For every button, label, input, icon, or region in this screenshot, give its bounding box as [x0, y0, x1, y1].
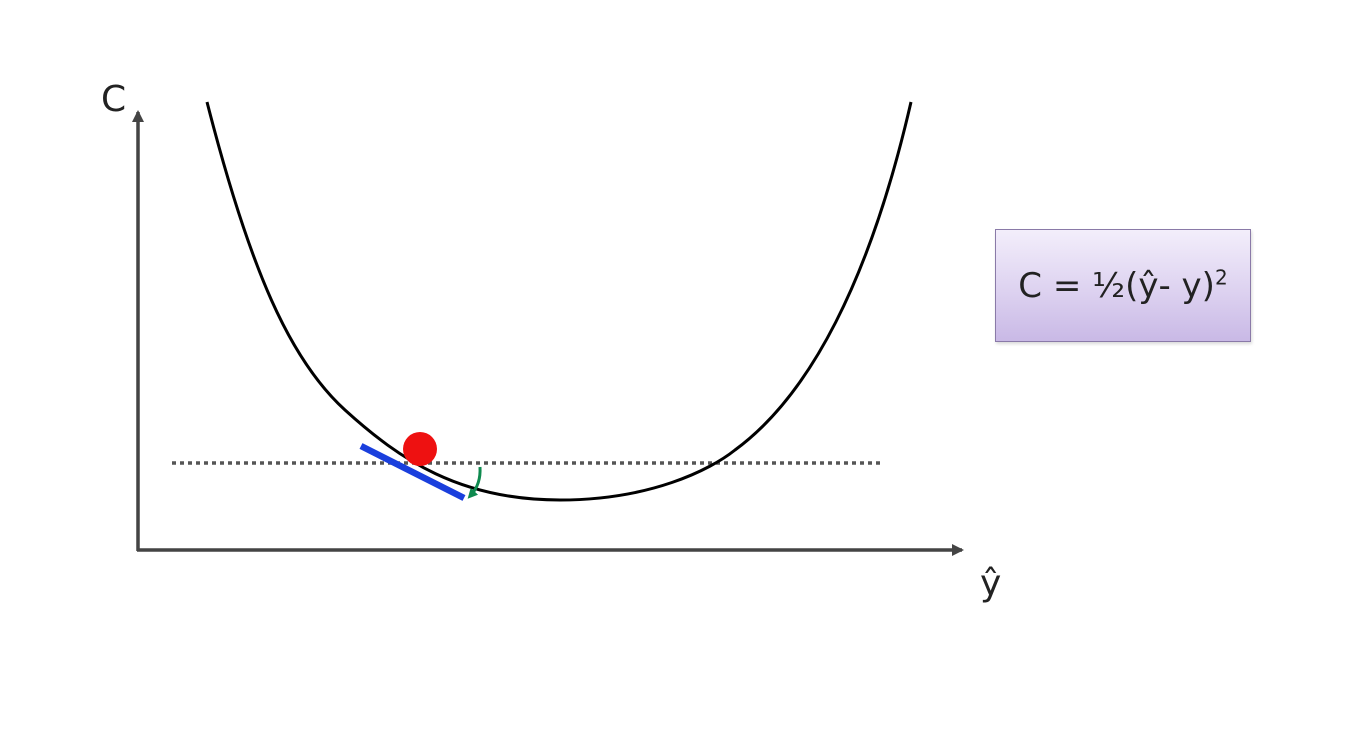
- cost-curve: [205, 101, 913, 502]
- angle-arrow: [467, 466, 482, 499]
- formula-main: C = ½(ŷ- y): [1018, 265, 1215, 306]
- tangent-line: [359, 443, 466, 501]
- formula-box: C = ½(ŷ- y)2: [995, 229, 1251, 342]
- x-axis-label: ŷ: [980, 563, 1002, 604]
- ball: [403, 432, 437, 466]
- y-axis-label: C: [101, 79, 127, 120]
- formula-text: C = ½(ŷ- y)2: [1018, 266, 1227, 306]
- formula-exponent: 2: [1214, 265, 1228, 290]
